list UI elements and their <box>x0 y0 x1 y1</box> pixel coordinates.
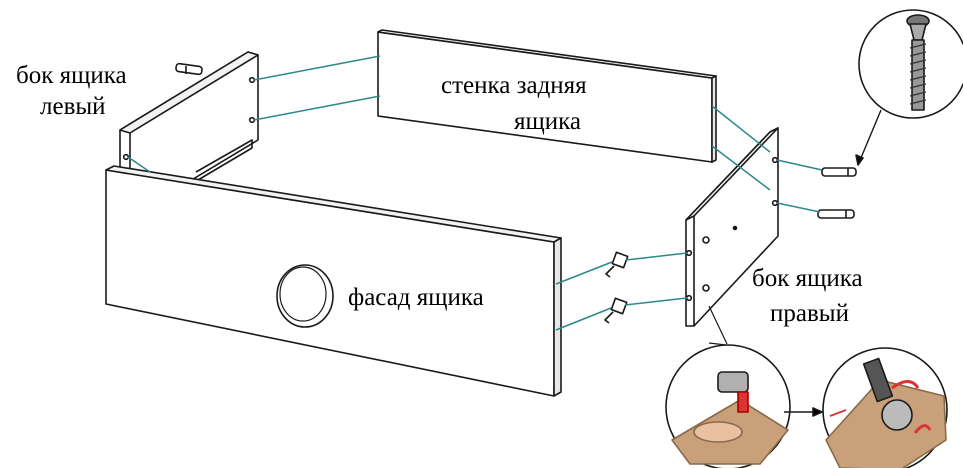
dowel-icon <box>175 62 203 76</box>
cam-install-detail <box>665 344 791 468</box>
label-back-wall-line2: ящика <box>514 108 581 135</box>
label-right-side-line1: бок ящика <box>752 265 863 292</box>
back-wall-panel <box>377 29 717 163</box>
cam-rotate-detail <box>822 347 948 468</box>
screw-detail-circle <box>858 9 963 119</box>
front-panel <box>105 165 562 397</box>
screw-icon <box>906 14 930 111</box>
label-right-side-line2: правый <box>770 300 849 327</box>
handle-hole <box>276 264 334 328</box>
right-side-panel <box>685 127 779 327</box>
cam-lock-icon <box>604 297 628 324</box>
screw-icon <box>821 167 857 177</box>
label-left-side-line2: левый <box>40 93 106 120</box>
screw-icon <box>817 209 855 219</box>
rotate-arrow-icon <box>829 380 932 434</box>
cam-lock-icon <box>605 251 629 278</box>
label-front: фасад ящика <box>348 284 484 311</box>
label-left-side-line1: бок ящика <box>16 62 127 89</box>
assembly-lines <box>127 55 823 331</box>
label-back-wall-line1: стенка задняя <box>441 72 587 99</box>
